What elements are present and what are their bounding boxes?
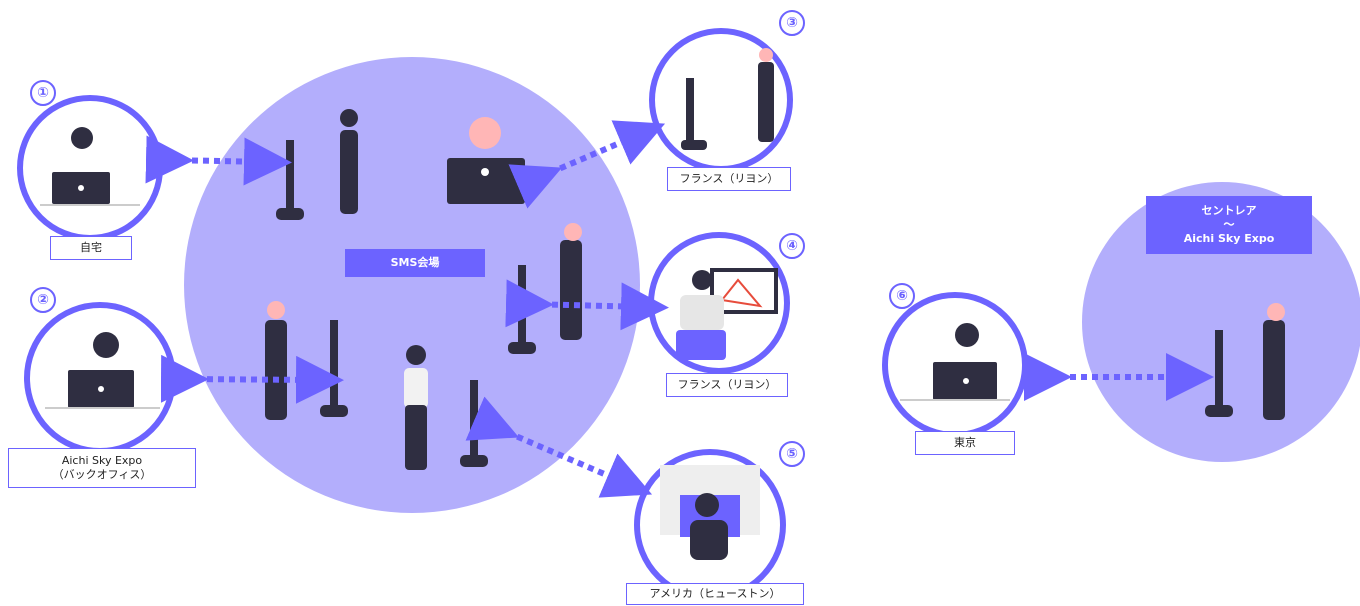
site-4-label: フランス（リヨン）	[666, 373, 788, 397]
site-1-ring	[17, 95, 163, 241]
site-2-label-line1: Aichi Sky Expo	[61, 454, 143, 467]
site-6-label: 東京	[915, 431, 1015, 455]
site-3-number: ③	[779, 10, 805, 36]
site-2-label-line2: （バックオフィス）	[52, 468, 152, 481]
site-2-ring	[24, 302, 176, 454]
site-5-number: ⑤	[779, 441, 805, 467]
site-4-number: ④	[779, 233, 805, 259]
site-1-label: 自宅	[50, 236, 132, 260]
site-5-label: アメリカ（ヒューストン）	[626, 583, 804, 605]
site-4-ring	[648, 232, 790, 374]
site-5-ring	[634, 449, 786, 601]
sms-venue-tag: SMS会場	[345, 249, 485, 277]
arrow-2	[160, 354, 344, 404]
site-6-ring	[882, 292, 1028, 438]
centrair-tag: セントレア ～ Aichi Sky Expo	[1146, 196, 1312, 254]
arrow-3	[508, 120, 666, 209]
site-1-number: ①	[30, 80, 56, 106]
arrow-5	[465, 396, 653, 498]
arrow-1	[145, 135, 292, 186]
site-3-label: フランス（リヨン）	[667, 167, 791, 191]
centrair-line3: Aichi Sky Expo	[1183, 232, 1275, 245]
centrair-line1: セントレア	[1201, 204, 1257, 217]
arrow-4	[505, 279, 669, 331]
centrair-line2: ～	[1223, 218, 1235, 231]
site-6-number: ⑥	[889, 283, 915, 309]
connection-arrows	[145, 120, 1214, 498]
site-3-ring	[649, 28, 793, 172]
site-2-label: Aichi Sky Expo （バックオフィス）	[8, 448, 196, 488]
site-2-number: ②	[30, 287, 56, 313]
